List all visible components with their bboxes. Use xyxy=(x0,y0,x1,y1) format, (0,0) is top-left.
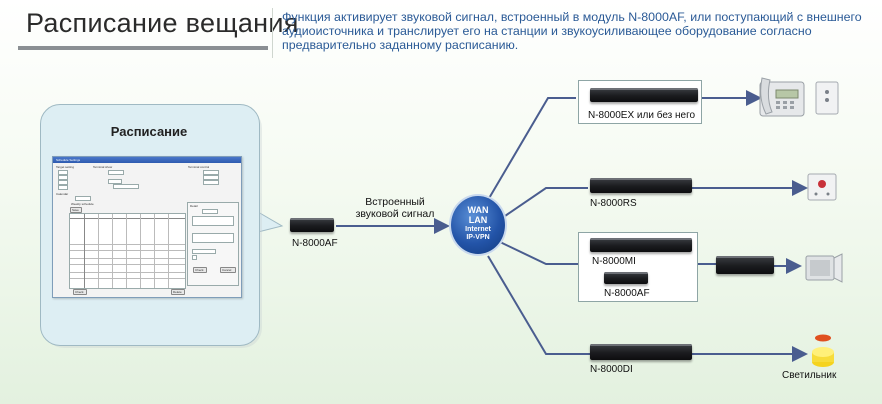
field xyxy=(203,170,219,175)
n8000ex-frame xyxy=(578,80,702,124)
ipvpn-label: IP-VPN xyxy=(466,234,490,241)
speaker-icon xyxy=(805,253,843,283)
save-button[interactable]: Save xyxy=(70,207,82,213)
page-title: Расписание вещания xyxy=(26,8,299,38)
wan-label: WAN xyxy=(467,205,489,215)
field xyxy=(108,179,122,184)
field xyxy=(203,180,219,185)
window-label: Weekly schedule xyxy=(71,202,94,206)
lan-label: LAN xyxy=(468,215,488,225)
cancel-button[interactable]: Cancel xyxy=(220,267,236,273)
n8000af-branch-label: N-8000AF xyxy=(604,288,650,299)
lamp-icon xyxy=(812,334,834,367)
field xyxy=(58,180,68,185)
field xyxy=(58,185,68,190)
n8000di-device xyxy=(590,344,692,360)
detail-panel: Detail Check Cancel xyxy=(187,202,239,286)
schedule-window-thumbnail: Schedule Settings Target setting Termina… xyxy=(52,156,242,298)
wan-network-circle: WAN LAN Internet IP-VPN xyxy=(451,196,505,254)
amplifier-device xyxy=(716,256,774,274)
telephone-icon xyxy=(759,77,839,117)
window-title: Schedule Settings xyxy=(56,158,81,162)
title-underline xyxy=(18,46,268,50)
n8000ex-device xyxy=(590,88,698,102)
lamp-label: Светильник xyxy=(782,370,837,381)
n8000mi-label: N-8000MI xyxy=(592,256,636,267)
field xyxy=(58,170,68,175)
schedule-title: Расписание xyxy=(110,124,188,139)
field xyxy=(58,175,68,180)
n8000ex-label: N-8000EX или без него xyxy=(588,110,696,121)
window-titlebar: Schedule Settings xyxy=(53,157,241,163)
field xyxy=(108,170,124,175)
window-label: Terminal show xyxy=(93,165,113,169)
window-label: Calendar xyxy=(56,192,69,196)
n8000rs-label: N-8000RS xyxy=(590,198,637,209)
window-label: Target setting xyxy=(56,165,75,169)
signal-label-line2: звуковой сигнал xyxy=(355,208,435,220)
field xyxy=(113,184,139,189)
window-label: Detail xyxy=(190,204,198,208)
internet-label: Internet xyxy=(465,226,491,233)
signal-label: Встроенный звуковой сигнал xyxy=(350,196,440,220)
title-divider xyxy=(272,8,273,58)
call-station-icon xyxy=(807,173,837,201)
field xyxy=(75,196,91,201)
n8000mi-device xyxy=(590,238,692,252)
description-text: Функция активирует звуковой сигнал, встр… xyxy=(282,10,862,52)
delete-button[interactable]: Delete xyxy=(171,289,185,295)
field xyxy=(203,175,219,180)
signal-label-line1: Встроенный xyxy=(365,196,425,208)
n8000af-source-label: N-8000AF xyxy=(292,238,338,249)
weekly-grid xyxy=(69,213,186,289)
check-button[interactable]: Check xyxy=(193,267,207,273)
n8000af-branch-device xyxy=(604,272,648,284)
window-label: Terminal control xyxy=(188,165,210,169)
n8000af-source-device xyxy=(290,218,334,232)
n8000rs-device xyxy=(590,178,692,193)
n8000di-label: N-8000DI xyxy=(590,364,633,375)
check-button[interactable]: Check xyxy=(73,289,87,295)
